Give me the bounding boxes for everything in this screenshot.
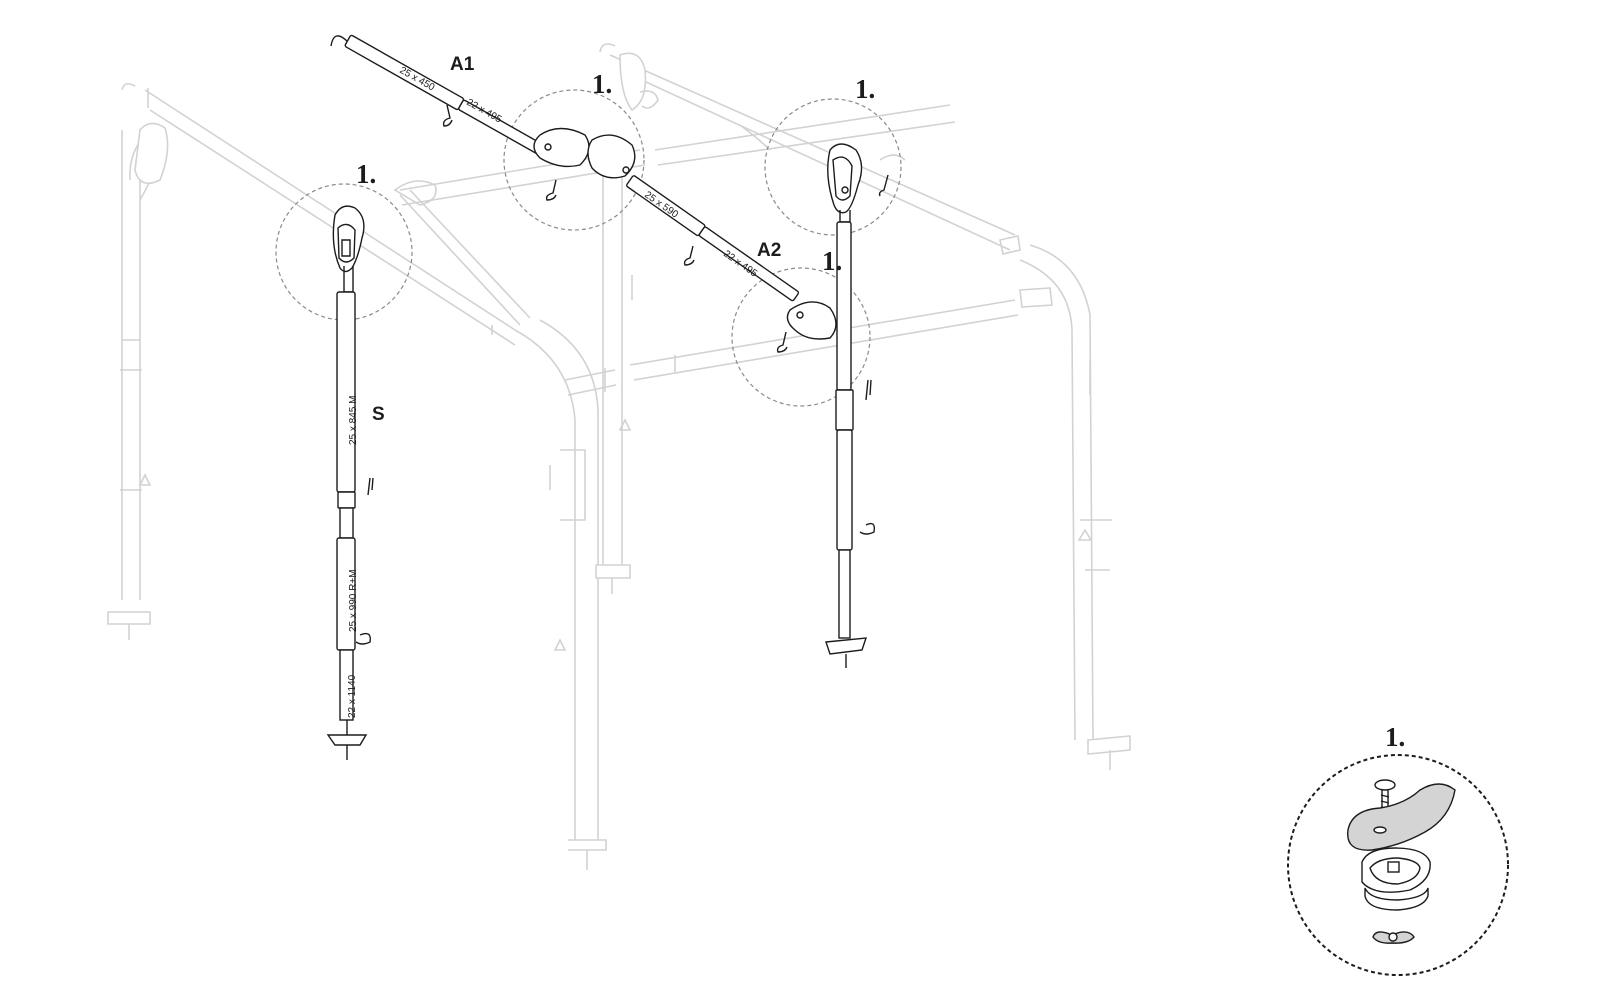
step-1-left: 1.	[356, 159, 376, 189]
spring-clip-icon	[859, 522, 876, 535]
roof-pole-a: 25 x 450 22 x 495 25 x 590 22 x 495	[330, 34, 837, 353]
step-1-center: 1.	[592, 69, 612, 99]
step-1-detail: 1.	[1385, 722, 1405, 752]
step-1-right: 1.	[855, 74, 875, 104]
detail-inset-circle	[1287, 754, 1509, 976]
ridge-clamp-lower-icon	[786, 301, 837, 340]
clamp-detail-inset	[1287, 754, 1509, 976]
dim-s-middle: 25 x 990 R+M	[348, 569, 359, 632]
spring-clip-icon	[545, 179, 557, 201]
wing-nut-icon	[1372, 931, 1415, 944]
spring-clip-icon	[355, 632, 371, 645]
pole-end-hook-icon	[330, 35, 349, 47]
callout-circle-center	[503, 89, 645, 231]
spring-clip-icon	[683, 245, 695, 266]
upright-top-clamp-icon	[827, 143, 863, 223]
dim-s-lower: 22 x 1140	[347, 674, 358, 718]
callout-circle-lower	[731, 267, 871, 407]
step-callouts: 1. 1. 1. 1. 1.	[356, 69, 1405, 752]
upright-pole-right	[825, 143, 889, 668]
clamp-body-icon	[1361, 847, 1431, 911]
upright-pole-s: 25 x 845 M 25 x 990 R+M 22 x 1140	[326, 205, 374, 760]
label-a2: A2	[757, 240, 781, 261]
foot-plate-icon	[326, 734, 368, 746]
step-1-lower: 1.	[822, 246, 842, 276]
detail-callout-circles	[275, 89, 902, 407]
callout-circle-right	[764, 98, 902, 236]
ridge-clamp-icon	[533, 127, 636, 179]
spring-clip-icon	[776, 331, 788, 353]
label-a1: A1	[450, 54, 475, 75]
part-labels: A1 A2 S	[372, 54, 781, 425]
foot-plate-icon	[825, 637, 868, 655]
label-s: S	[372, 404, 385, 425]
cover-plate-icon	[1347, 783, 1456, 851]
spring-clip-icon	[442, 104, 453, 127]
upright-top-clamp-icon	[332, 205, 365, 293]
dim-s-upper: 25 x 845 M	[348, 396, 359, 445]
